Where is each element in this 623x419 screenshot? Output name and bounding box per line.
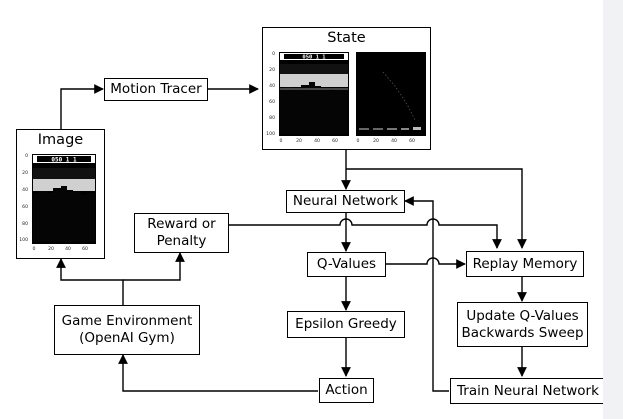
epsilon-greedy-label: Epsilon Greedy — [295, 316, 397, 332]
arrow-game-environment-to-image — [56, 258, 124, 305]
diagram-canvas: State 050 1 1 0 20 40 60 — [16, 27, 606, 404]
train-neural-network-label: Train Neural Network — [457, 382, 599, 399]
image-y-tick: 80 — [22, 221, 28, 227]
image-y-tick: 60 — [22, 204, 28, 210]
neural-network-label: Neural Network — [292, 193, 399, 209]
motion-tracer-label: Motion Tracer — [110, 81, 202, 97]
state-panel-title: State — [327, 30, 366, 46]
state-x-tick: 0 — [357, 138, 360, 144]
arrow-train-network-to-neural-network — [404, 196, 449, 392]
arrow-state-to-replay-memory — [346, 168, 527, 249]
state-y-tick: 80 — [269, 115, 275, 121]
game-environment-label: Game Environment — [61, 313, 193, 329]
update-q-values-label: Backwards Sweep — [461, 324, 584, 341]
image-x-tick: 20 — [48, 246, 54, 252]
state-score-text: 050 1 1 — [302, 55, 326, 61]
state-y-tick: 100 — [266, 131, 275, 137]
state-y-tick: 60 — [269, 99, 275, 105]
image-score-text: 050 1 1 — [51, 157, 77, 164]
image-panel-title: Image — [37, 132, 84, 148]
action-label: Action — [325, 382, 368, 398]
action-box: Action — [319, 378, 374, 403]
reward-or-penalty-box: Reward or Penalty — [134, 213, 229, 253]
state-x-tick: 20 — [296, 138, 302, 144]
q-values-box: Q-Values — [307, 252, 386, 277]
game-environment-label: (OpenAI Gym) — [79, 330, 175, 346]
replay-memory-box: Replay Memory — [466, 251, 584, 277]
state-x-tick: 40 — [391, 138, 397, 144]
reward-or-penalty-label: Reward or — [147, 216, 216, 232]
update-q-values-box: Update Q-Values Backwards Sweep — [457, 302, 588, 347]
side-margin — [603, 0, 623, 419]
state-x-tick: 60 — [332, 138, 338, 144]
motion-tracer-box: Motion Tracer — [104, 78, 208, 101]
image-x-tick: 0 — [33, 246, 36, 252]
reward-or-penalty-label: Penalty — [156, 233, 207, 249]
update-q-values-label: Update Q-Values — [466, 307, 579, 324]
train-neural-network-box: Train Neural Network — [450, 378, 606, 404]
epsilon-greedy-box: Epsilon Greedy — [287, 311, 405, 338]
state-x-tick: 0 — [280, 138, 283, 144]
state-y-tick: 20 — [269, 67, 275, 73]
image-y-tick: 20 — [22, 170, 28, 176]
image-y-tick: 0 — [25, 153, 28, 159]
replay-memory-label: Replay Memory — [472, 255, 578, 272]
state-x-tick: 40 — [314, 138, 320, 144]
arrow-q-values-to-replay-memory — [386, 257, 466, 269]
arrow-reward-to-replay-memory — [229, 218, 502, 249]
state-x-tick: 60 — [409, 138, 415, 144]
arrow-image-to-motion-tracer — [60, 84, 104, 129]
image-panel: Image 050 1 1 0 20 40 60 80 100 0 20 40 … — [16, 129, 105, 259]
state-panel: State 050 1 1 0 20 40 60 — [262, 27, 431, 150]
image-y-tick: 100 — [19, 237, 28, 243]
state-y-tick: 40 — [269, 83, 275, 89]
image-x-tick: 40 — [65, 246, 71, 252]
game-environment-box: Game Environment (OpenAI Gym) — [54, 305, 200, 355]
neural-network-box: Neural Network — [286, 190, 405, 213]
arrow-game-environment-to-reward — [123, 252, 185, 281]
game-frame-image: 050 1 1 0 20 40 60 80 100 0 20 40 60 — [19, 153, 96, 252]
q-values-label: Q-Values — [316, 256, 377, 272]
connector-layer — [56, 84, 527, 392]
state-x-tick: 20 — [373, 138, 379, 144]
image-y-tick: 40 — [22, 187, 28, 193]
image-x-tick: 60 — [82, 246, 88, 252]
state-frames-image: 050 1 1 0 20 40 60 80 100 0 20 — [266, 51, 426, 144]
state-y-tick: 0 — [272, 51, 275, 57]
arrow-action-to-game-environment — [118, 354, 318, 392]
